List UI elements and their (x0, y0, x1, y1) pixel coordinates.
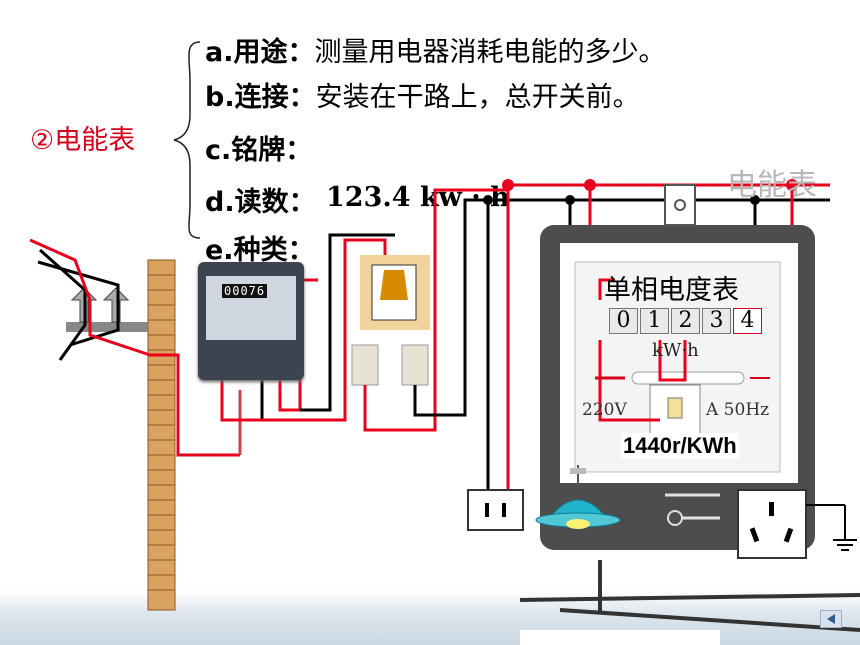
meter-face-title: 单相电度表 (604, 275, 739, 306)
meter-digit: 0 (609, 308, 638, 334)
item-types: e.种类： (205, 228, 315, 267)
slide-heading: ②电能表 (30, 125, 136, 156)
small-electric-meter: 00076 (198, 262, 304, 380)
item-nameplate-label: c.铭牌： (205, 135, 313, 166)
meter-digit-display: 0 1 2 3 4 (609, 308, 764, 334)
item-usage-label: a.用途： (205, 37, 315, 68)
two-pin-socket (467, 489, 524, 531)
meter-unit: kW·h (652, 340, 699, 361)
item-usage-text: 测量用电器消耗电能的多少。 (314, 37, 666, 68)
small-meter-digits: 00076 (222, 284, 268, 298)
ceiling-lamp (535, 465, 621, 529)
meter-caption: 电能表 (727, 168, 817, 203)
previous-slide-icon[interactable] (820, 610, 842, 628)
meter-digit: 3 (702, 308, 731, 334)
curly-brace (173, 41, 201, 239)
service-insulators (66, 287, 148, 332)
item-reading-label: d.读数： (205, 187, 316, 218)
item-usage: a.用途：测量用电器消耗电能的多少。 (205, 30, 665, 69)
meter-digit: 1 (640, 308, 669, 334)
meter-digit-decimal: 4 (733, 308, 762, 334)
small-meter-face: 00076 (206, 276, 296, 340)
meter-digit: 2 (671, 308, 700, 334)
meter-voltage: 220V (582, 400, 627, 420)
item-connection: b.连接：安装在干路上，总开关前。 (205, 75, 640, 114)
meter-rate-label: 1440r/KWh (621, 433, 739, 459)
item-types-label: e.种类： (205, 235, 315, 266)
meter-current-frequency: A 50Hz (706, 400, 770, 420)
fuse-right (401, 344, 429, 386)
ground-symbol (806, 504, 857, 551)
item-connection-label: b.连接： (205, 82, 316, 113)
fuse-left (351, 344, 379, 386)
three-pin-socket (737, 489, 807, 559)
item-reading: d.读数： (205, 180, 316, 219)
item-connection-text: 安装在干路上，总开关前。 (315, 82, 640, 113)
item-nameplate: c.铭牌： (205, 128, 312, 167)
reading-value: 123.4 kw · h (326, 182, 510, 213)
brick-wall (147, 259, 176, 611)
